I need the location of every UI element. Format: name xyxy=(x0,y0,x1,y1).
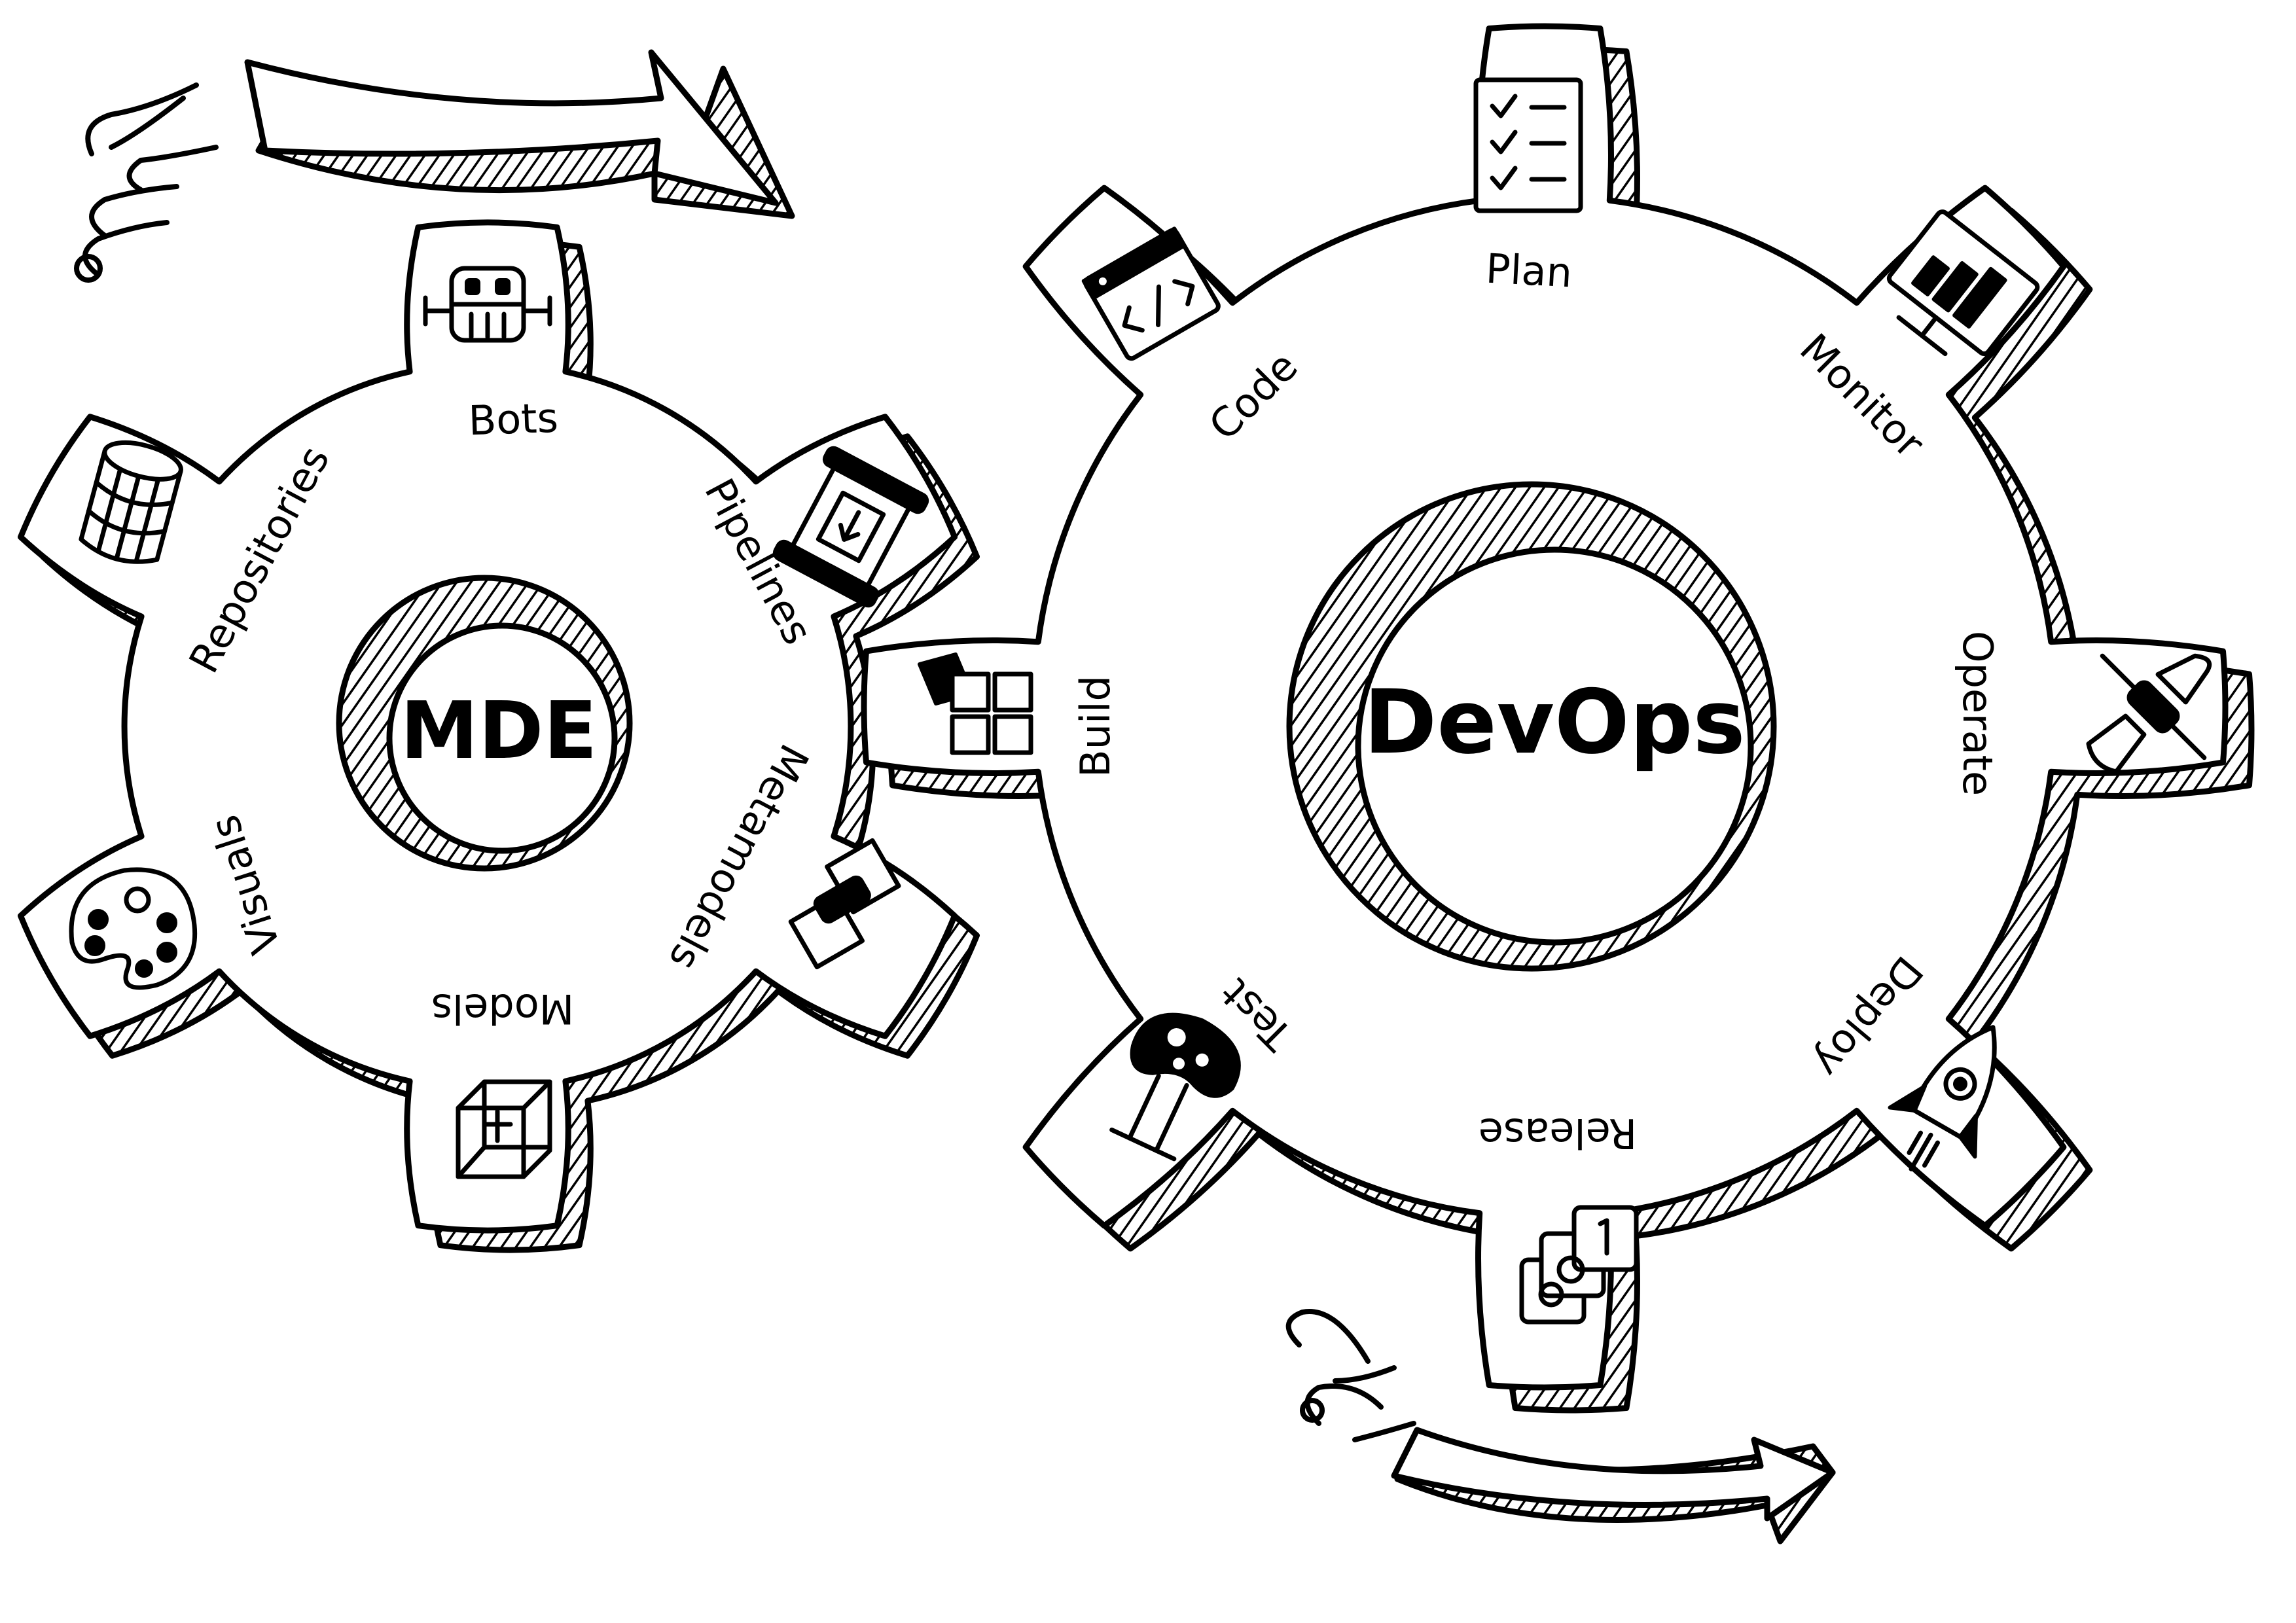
devops-label-release: Release xyxy=(1479,1109,1637,1157)
robot-icon xyxy=(423,266,552,343)
tools-icon xyxy=(2086,653,2212,774)
pipeline-download-icon xyxy=(772,446,929,608)
rotation-arrow-top xyxy=(74,49,795,283)
database-icon xyxy=(79,440,183,564)
rotation-arrow-bottom xyxy=(1285,1308,1836,1544)
devops-title: DevOps xyxy=(1363,671,1745,774)
mde-gear: MDE Bots Pipelines Metamodels Models Vis… xyxy=(18,219,980,1253)
mde-label-bots: Bots xyxy=(467,394,559,445)
palette-icon xyxy=(69,867,198,990)
mde-hub xyxy=(386,622,618,854)
monitor-chart-icon xyxy=(1886,209,2040,357)
devops-gear: DevOps Plan Monitor Operate Deploy Relea… xyxy=(861,23,2255,1414)
devops-label-plan: Plan xyxy=(1484,245,1573,297)
metamodel-puzzle-icon xyxy=(788,838,901,970)
rocket-icon xyxy=(1888,1025,1997,1171)
release-cards-icon xyxy=(1519,1205,1639,1325)
mde-label-models: Models xyxy=(431,985,574,1033)
build-blocks-icon xyxy=(918,652,1033,755)
code-window-icon xyxy=(1081,226,1221,361)
devops-label-operate: Operate xyxy=(1954,631,2001,796)
cube-icon xyxy=(456,1079,552,1179)
flask-icon xyxy=(1109,1012,1241,1162)
checklist-icon xyxy=(1473,77,1583,213)
devops-hub xyxy=(1355,546,1754,946)
mde-title: MDE xyxy=(401,686,598,777)
devops-label-build: Build xyxy=(1071,675,1119,777)
